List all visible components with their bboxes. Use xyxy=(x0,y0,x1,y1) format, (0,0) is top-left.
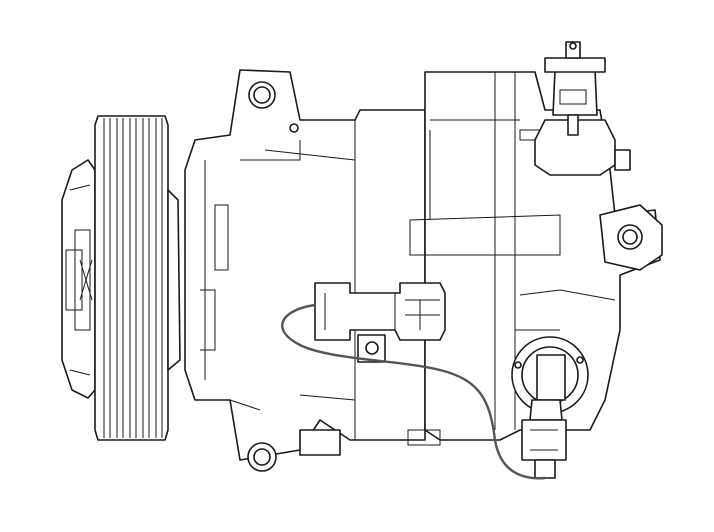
service-port xyxy=(511,336,589,414)
clutch-plate xyxy=(61,159,96,399)
mount-ear-right xyxy=(599,204,663,271)
mount-ear-bottom xyxy=(247,429,341,472)
wire-harness xyxy=(281,303,546,480)
front-housing xyxy=(184,69,426,461)
pulley-grooves xyxy=(103,118,163,438)
mount-ear-top xyxy=(248,81,299,133)
pressure-sensor xyxy=(521,399,567,479)
ground-screw xyxy=(357,334,386,363)
pulley xyxy=(94,115,181,441)
electrical-connector xyxy=(314,282,446,341)
control-valve xyxy=(534,41,631,176)
